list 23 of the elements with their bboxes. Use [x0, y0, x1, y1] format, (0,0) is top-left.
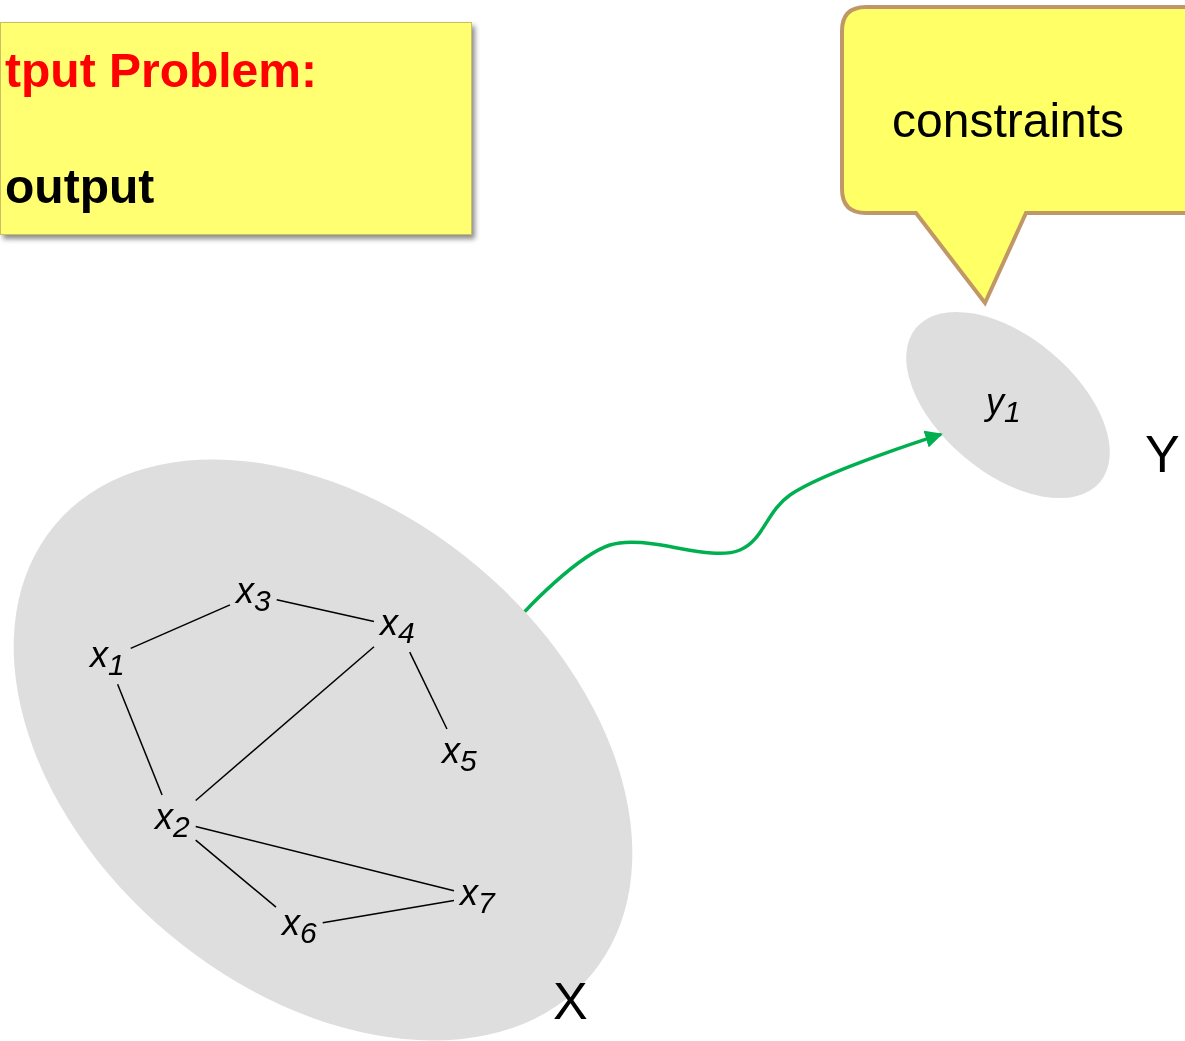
- connector-line: [129, 604, 231, 650]
- connector-line: [409, 651, 448, 730]
- arrow: [523, 430, 943, 613]
- variable-label: x$_{2}$: [155, 799, 190, 843]
- variable-label: x$_{6}$: [282, 905, 317, 949]
- set-label: Y: [1145, 428, 1180, 480]
- variable-label: x$_{1}$: [90, 637, 125, 681]
- connector-line: [194, 645, 375, 802]
- connector-line: [194, 825, 455, 892]
- element-label: y$_{1}$: [986, 384, 1021, 428]
- heading: output: [5, 163, 155, 211]
- connector-line: [321, 899, 455, 924]
- variable-label: x$_{4}$: [380, 605, 415, 649]
- heading: tput Problem:: [5, 47, 317, 95]
- connector-line: [275, 599, 375, 623]
- set-label: X: [553, 975, 588, 1027]
- callout-text: constraints: [892, 97, 1125, 145]
- variable-label: x$_{7}$: [460, 875, 495, 919]
- variable-label: x$_{5}$: [442, 733, 477, 777]
- connector-line: [194, 839, 277, 908]
- title-box: [0, 22, 472, 235]
- connector-line: [116, 683, 163, 796]
- variable-label: x$_{3}$: [236, 573, 271, 617]
